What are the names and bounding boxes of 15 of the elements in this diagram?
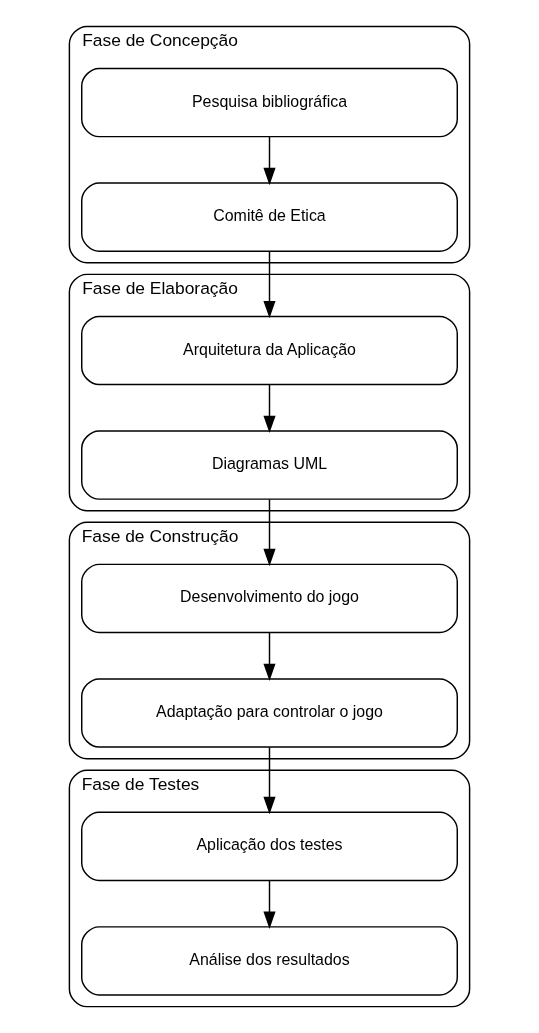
arrow — [263, 746, 276, 815]
arrow — [263, 498, 276, 567]
arrow — [263, 632, 276, 682]
arrow — [263, 384, 276, 434]
node-box: Aplicação dos testes — [81, 811, 458, 882]
node-box: Pesquisa bibliográfica — [81, 67, 458, 138]
arrow — [263, 250, 276, 319]
node-box: Desenvolvimento do jogo — [81, 563, 458, 634]
arrow — [263, 136, 276, 186]
arrow — [263, 880, 276, 929]
node-box: Arquitetura da Aplicação — [81, 315, 458, 386]
node-box: Adaptação para controlar o jogo — [81, 678, 458, 748]
node-box: Análise dos resultados — [81, 926, 458, 996]
node-box: Diagramas UML — [81, 430, 458, 500]
node-box: Comitê de Etica — [81, 182, 458, 252]
